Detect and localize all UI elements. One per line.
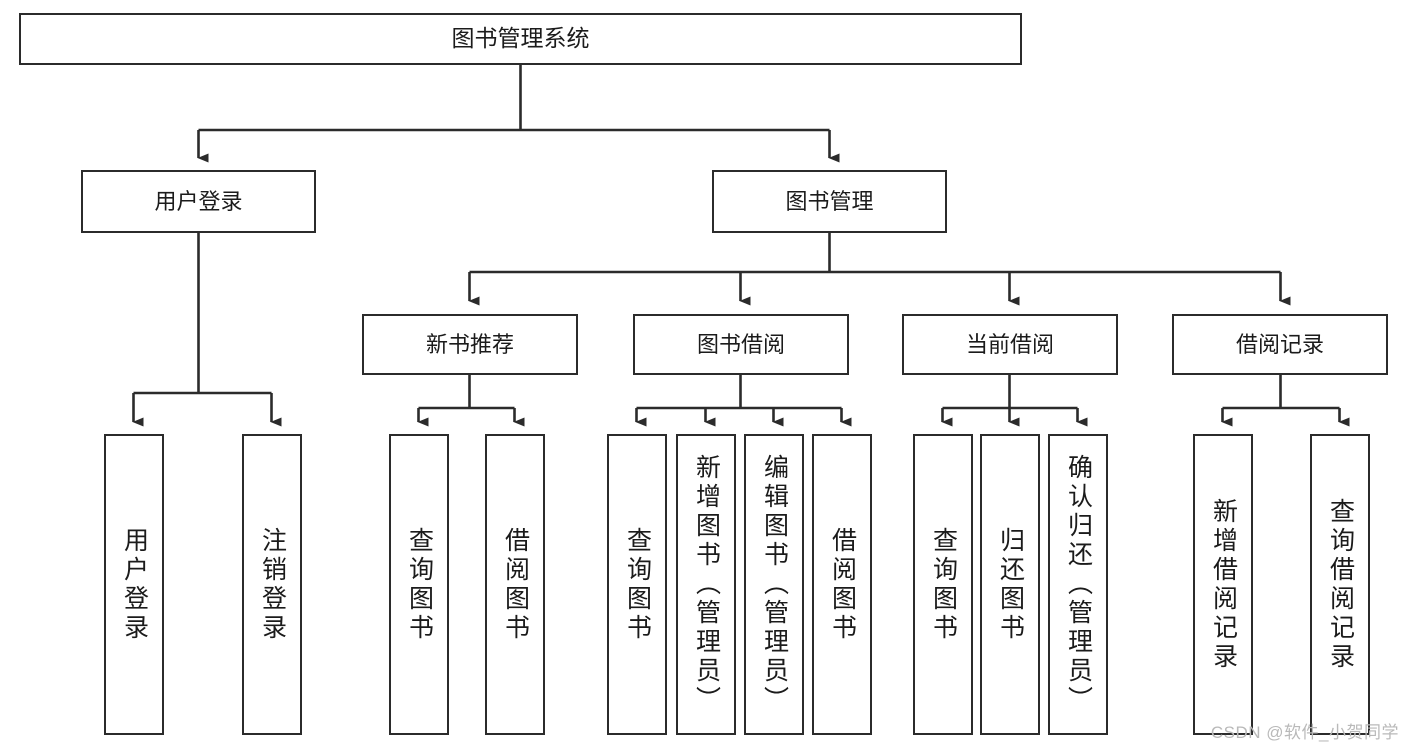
- leaf-borrow-book[interactable]: 借阅图书: [812, 434, 872, 735]
- leaf-query-borrow-record-label: 查询借阅记录: [1326, 497, 1355, 672]
- node-root-book-management-system[interactable]: 图书管理系统: [19, 13, 1022, 65]
- leaf-return-book[interactable]: 归还图书: [980, 434, 1040, 735]
- leaf-user-login[interactable]: 用户登录: [104, 434, 164, 735]
- leaf-query-book-borrow-label: 查询图书: [623, 526, 652, 643]
- node-user-login-label: 用户登录: [154, 188, 243, 214]
- leaf-confirm-return[interactable]: 确认归还（管理员）: [1048, 434, 1108, 735]
- leaf-borrow-book-rec-label: 借阅图书: [501, 526, 530, 643]
- leaf-query-book-current[interactable]: 查询图书: [913, 434, 973, 735]
- leaf-edit-book[interactable]: 编辑图书（管理员）: [744, 434, 804, 735]
- leaf-query-book-borrow[interactable]: 查询图书: [607, 434, 667, 735]
- node-new-book-rec[interactable]: 新书推荐: [362, 314, 578, 375]
- leaf-query-book-rec-label: 查询图书: [405, 526, 434, 643]
- leaf-logout-login-label: 注销登录: [258, 526, 287, 643]
- leaf-add-borrow-record[interactable]: 新增借阅记录: [1193, 434, 1253, 735]
- node-new-book-rec-label: 新书推荐: [425, 331, 514, 357]
- watermark: CSDN @软件_小贺同学: [1210, 723, 1399, 742]
- leaf-add-book-label: 新增图书（管理员）: [692, 454, 721, 715]
- node-book-borrow-label: 图书借阅: [696, 331, 785, 357]
- leaf-return-book-label: 归还图书: [996, 526, 1025, 643]
- node-borrow-record[interactable]: 借阅记录: [1172, 314, 1388, 375]
- node-current-borrow-label: 当前借阅: [965, 331, 1054, 357]
- node-book-manage-label: 图书管理: [785, 188, 874, 214]
- node-user-login[interactable]: 用户登录: [81, 170, 316, 233]
- leaf-add-book[interactable]: 新增图书（管理员）: [676, 434, 736, 735]
- leaf-query-book-rec[interactable]: 查询图书: [389, 434, 449, 735]
- leaf-borrow-book-rec[interactable]: 借阅图书: [485, 434, 545, 735]
- node-book-manage[interactable]: 图书管理: [712, 170, 947, 233]
- node-root-label: 图书管理系统: [451, 25, 590, 52]
- leaf-query-borrow-record[interactable]: 查询借阅记录: [1310, 434, 1370, 735]
- leaf-add-borrow-record-label: 新增借阅记录: [1209, 497, 1238, 672]
- node-book-borrow[interactable]: 图书借阅: [633, 314, 849, 375]
- leaf-logout-login[interactable]: 注销登录: [242, 434, 302, 735]
- leaf-edit-book-label: 编辑图书（管理员）: [760, 454, 789, 715]
- leaf-borrow-book-label: 借阅图书: [828, 526, 857, 643]
- leaf-user-login-label: 用户登录: [120, 526, 149, 643]
- leaf-query-book-current-label: 查询图书: [929, 526, 958, 643]
- node-current-borrow[interactable]: 当前借阅: [902, 314, 1118, 375]
- leaf-confirm-return-label: 确认归还（管理员）: [1064, 454, 1093, 715]
- node-borrow-record-label: 借阅记录: [1235, 331, 1324, 357]
